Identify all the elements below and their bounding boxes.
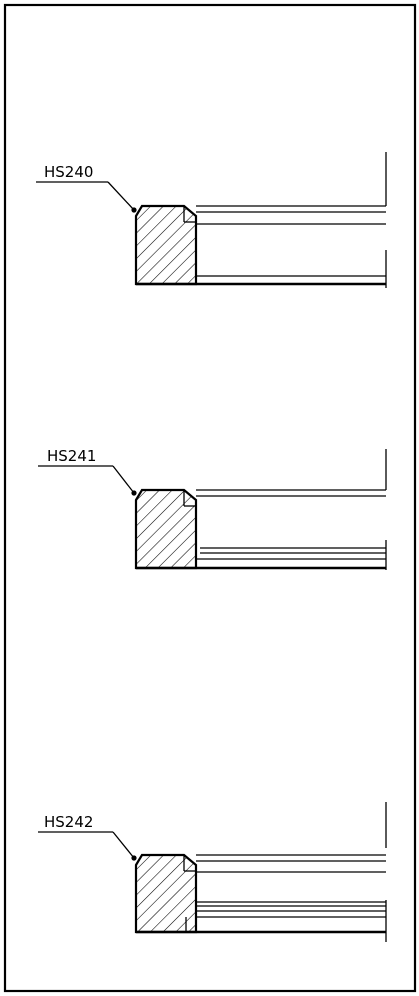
part-label-hs241: HS241 [47, 447, 96, 465]
hatched-section-hs242 [134, 853, 198, 934]
seal-profile-hs240: HS240 [36, 152, 387, 288]
hatched-section-hs241 [134, 488, 198, 570]
part-label-hs240: HS240 [44, 163, 93, 181]
seal-profile-hs241: HS241 [38, 447, 387, 570]
leader-line-hs240 [36, 181, 137, 213]
leader-line-hs242 [38, 831, 137, 861]
seal-profile-hs242: HS242 [38, 802, 387, 942]
hatched-section-hs240 [134, 204, 198, 286]
drawing-border [3, 3, 417, 993]
leader-line-hs241 [38, 465, 137, 496]
part-label-hs242: HS242 [44, 813, 93, 831]
